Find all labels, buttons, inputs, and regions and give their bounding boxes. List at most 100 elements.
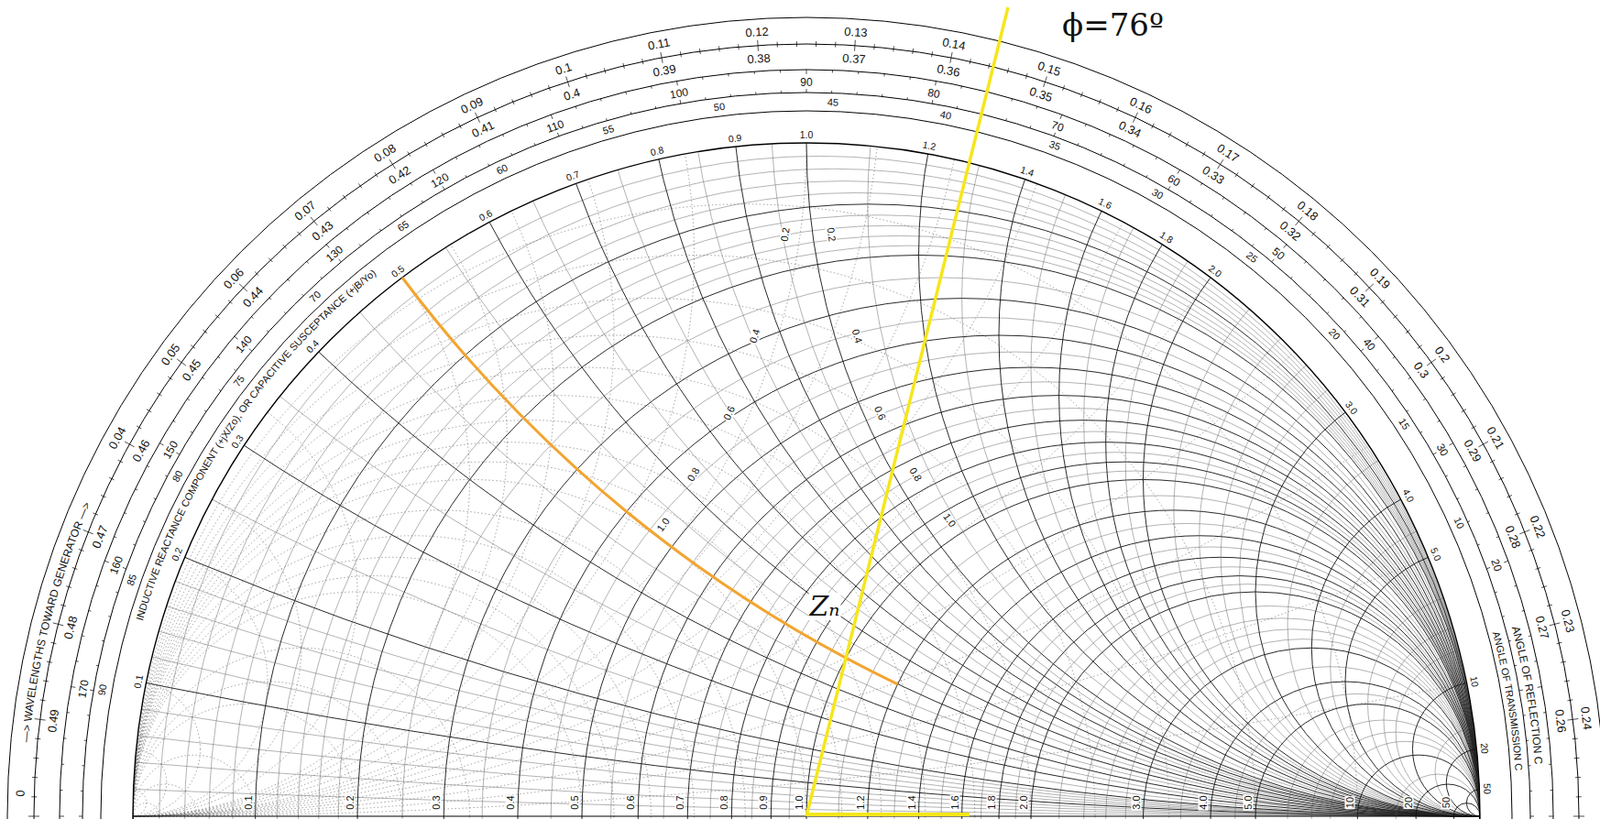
wavelength-number: 0.08 xyxy=(371,141,399,165)
scale-tick xyxy=(1514,665,1517,668)
scale-tick xyxy=(1151,123,1155,129)
susceptance-value: 1.0 xyxy=(654,515,672,535)
scale-tick xyxy=(1076,142,1079,145)
scale-tick xyxy=(88,610,92,613)
scale-tick xyxy=(367,212,370,215)
reactance-arc xyxy=(1255,367,1600,817)
resistance-circle xyxy=(941,547,1480,819)
scale-tick xyxy=(1550,789,1554,791)
scale-tick xyxy=(53,623,65,626)
resistance-circle xyxy=(357,255,1480,819)
susceptance-value: 0.8 xyxy=(685,465,702,484)
scale-tick xyxy=(80,790,83,792)
scale-tick xyxy=(676,80,679,86)
reactance-value: 0.3 xyxy=(229,432,246,451)
reflection-angle: 70 xyxy=(1049,119,1067,135)
conductance-circle xyxy=(132,420,926,819)
wavelength-number: 0.05 xyxy=(158,340,184,369)
scale-tick xyxy=(173,420,176,423)
scale-tick xyxy=(156,393,162,396)
scale-tick xyxy=(1309,294,1312,296)
scale-tick xyxy=(1528,765,1531,767)
resistance-value: 0.6 xyxy=(871,404,888,423)
scale-tick xyxy=(388,197,391,199)
wavelength-number: 0.18 xyxy=(1293,197,1321,223)
scale-tick xyxy=(988,63,990,69)
resistance-value: 0.7 xyxy=(675,794,686,811)
resistance-circle xyxy=(998,576,1480,819)
scale-tick xyxy=(718,45,721,52)
resistance-circle xyxy=(637,395,1480,819)
scale-tick xyxy=(1519,529,1530,534)
scale-tick xyxy=(1326,244,1330,249)
scale-tick xyxy=(76,660,79,663)
resistance-value: 5.0 xyxy=(1243,794,1254,811)
reactance-arc xyxy=(255,0,1600,817)
scale-tick xyxy=(1526,740,1529,742)
scale-title: ANGLE OF REFLECTION C xyxy=(1509,624,1546,766)
scale-tick xyxy=(1490,460,1495,463)
scale-title: INDUCTIVE REACTANCE COMPONENT (+jX/Zo), … xyxy=(133,266,378,622)
reactance-arc xyxy=(731,0,1600,817)
scale-tick xyxy=(1216,159,1223,169)
scale-tick xyxy=(1541,586,1547,589)
scale-tick xyxy=(1080,92,1083,99)
scale-ring xyxy=(132,142,1480,819)
reactance-value: 1.2 xyxy=(920,140,938,153)
impedance-point-label: Zₙ xyxy=(808,592,841,621)
scale-tick xyxy=(854,40,856,52)
scale-titles: —> WAVELENGTHS TOWARD GENERATOR —> INDUCT… xyxy=(19,266,1546,771)
wavelength-number: 0.17 xyxy=(1214,141,1242,165)
resistance-circle xyxy=(232,192,1480,819)
resistance-value: 4.0 xyxy=(1198,794,1209,811)
scale-tick xyxy=(1556,642,1563,644)
conductance-circle xyxy=(132,442,882,819)
scale-tick xyxy=(730,94,732,97)
scale-title: ANGLE OF REFLECTION C xyxy=(1509,624,1546,766)
wavelength-number: 0.15 xyxy=(1035,59,1064,79)
scale-tick xyxy=(1572,738,1579,741)
scale-tick xyxy=(342,195,347,200)
reactance-value: 1.0 xyxy=(799,130,815,141)
resistance-value: 0.6 xyxy=(625,794,636,811)
scale-tick xyxy=(585,73,588,79)
scale-tick xyxy=(1168,186,1171,189)
resistance-circle xyxy=(1287,720,1480,819)
scale-tick xyxy=(1494,591,1497,594)
scale-tick xyxy=(109,477,114,481)
scale-tick xyxy=(1471,426,1477,429)
reflection-angle: 170 xyxy=(76,678,91,701)
scale-tick xyxy=(1323,279,1326,282)
transmission-angle: 65 xyxy=(394,218,412,234)
reactance-arc xyxy=(357,0,1600,817)
scale-tick xyxy=(1030,125,1032,128)
scale-tick xyxy=(1380,300,1385,305)
resistance-circle xyxy=(185,168,1480,819)
conductance-circle xyxy=(132,591,582,819)
scale-title: —> WAVELENGTHS TOWARD GENERATOR —> xyxy=(19,500,94,744)
scale-tick xyxy=(1417,345,1423,350)
resistance-value: 0.2 xyxy=(824,226,837,244)
scale-tick xyxy=(1433,452,1436,455)
transmission-angle: 90 xyxy=(97,682,110,698)
scale-tick xyxy=(1264,228,1267,231)
scale-tick xyxy=(100,494,106,497)
scale-tick xyxy=(167,376,173,380)
scale-tick xyxy=(43,680,49,682)
reactance-arc xyxy=(1368,591,1593,817)
scale-tick xyxy=(234,369,237,372)
scale-tick xyxy=(960,86,963,89)
scale-tick xyxy=(950,52,953,64)
resistance-value: 0.3 xyxy=(431,794,442,811)
scale-tick xyxy=(153,498,156,500)
resistance-value: 0.2 xyxy=(345,794,356,811)
scale-tick xyxy=(780,90,782,93)
scale-tick xyxy=(442,186,445,189)
scale-tick xyxy=(1250,183,1254,188)
scale-tick xyxy=(1426,359,1436,366)
scale-tick xyxy=(1519,690,1524,692)
resistance-circle xyxy=(962,557,1480,819)
scale-tick xyxy=(1155,156,1157,160)
